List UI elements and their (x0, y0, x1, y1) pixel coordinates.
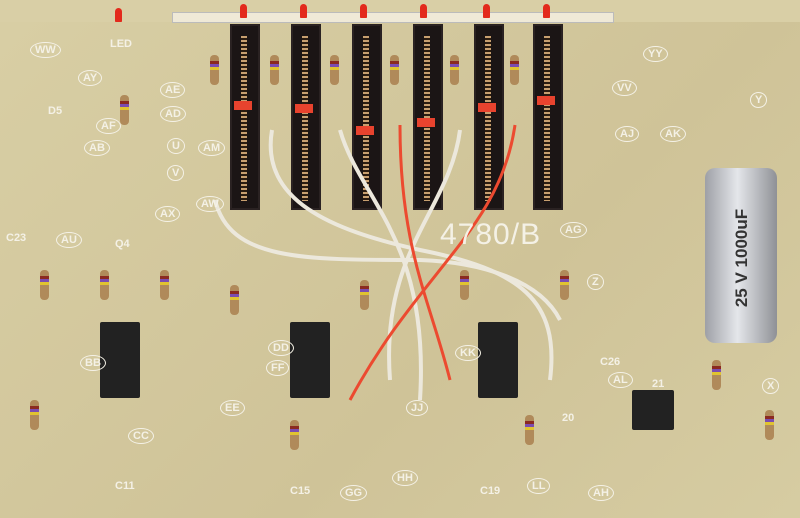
pad-label: FF (266, 360, 290, 376)
ref-label: D5 (48, 105, 63, 117)
pad-label: AH (588, 485, 614, 501)
pad-label: AW (196, 196, 224, 212)
pad-label: AF (96, 118, 121, 134)
resistor (120, 95, 129, 125)
pad-label: AE (160, 82, 186, 98)
pad-label: DD (268, 340, 294, 356)
slide-potentiometer[interactable] (352, 24, 382, 210)
pad-label: JJ (406, 400, 429, 416)
pad-label: EE (220, 400, 245, 416)
resistor (290, 420, 299, 450)
slide-potentiometer[interactable] (533, 24, 563, 210)
board-part-number: 4780/B (440, 218, 542, 251)
pad-label: AJ (615, 126, 640, 142)
led (240, 4, 247, 18)
pad-label: AX (155, 206, 181, 222)
resistor (270, 55, 279, 85)
led (360, 4, 367, 18)
pad-label: KK (455, 345, 481, 361)
pad-label: LL (527, 478, 551, 494)
slide-potentiometer[interactable] (413, 24, 443, 210)
ref-label: 20 (562, 412, 575, 424)
pad-label: AM (198, 140, 226, 156)
pad-label: V (167, 165, 185, 181)
resistor (450, 55, 459, 85)
resistor (560, 270, 569, 300)
ref-label: C19 (480, 485, 501, 497)
resistor (30, 400, 39, 430)
ic-chip (632, 390, 674, 430)
ref-label: C11 (115, 480, 135, 492)
resistor (460, 270, 469, 300)
pad-label: AG (560, 222, 587, 238)
resistor (100, 270, 109, 300)
ref-label: Q4 (115, 238, 130, 250)
led (543, 4, 550, 18)
pad-label: AY (78, 70, 103, 86)
resistor (210, 55, 219, 85)
pad-label: AD (160, 106, 186, 122)
pad-label: HH (392, 470, 418, 486)
led-label: LED (110, 38, 132, 50)
pad-label: AK (660, 126, 686, 142)
ref-label: C15 (290, 485, 311, 497)
pad-label: GG (340, 485, 368, 501)
pad-label: AB (84, 140, 110, 156)
resistor (390, 55, 399, 85)
resistor (160, 270, 169, 300)
resistor (510, 55, 519, 85)
resistor (230, 285, 239, 315)
pad-label: Y (750, 92, 768, 108)
pad-label: X (762, 378, 780, 394)
ref-label: C26 (600, 356, 621, 368)
ref-label: 21 (652, 378, 665, 390)
pad-label: VV (612, 80, 637, 96)
electrolytic-capacitor: 25 V 1000uF (705, 168, 777, 343)
pad-label: WW (30, 42, 61, 58)
resistor (525, 415, 534, 445)
pad-label: CC (128, 428, 154, 444)
pad-label: BB (80, 355, 106, 371)
pad-label: Z (587, 274, 604, 290)
led-rail (172, 12, 614, 23)
resistor (330, 55, 339, 85)
resistor (712, 360, 721, 390)
led (420, 4, 427, 18)
pad-label: AU (56, 232, 82, 248)
slide-potentiometer[interactable] (230, 24, 260, 210)
ic-chip (100, 322, 140, 398)
led (483, 4, 490, 18)
led (300, 4, 307, 18)
slide-potentiometer[interactable] (474, 24, 504, 210)
slide-potentiometer[interactable] (291, 24, 321, 210)
resistor (360, 280, 369, 310)
pad-label: YY (643, 46, 668, 62)
led (115, 8, 122, 22)
ic-chip (290, 322, 330, 398)
resistor (765, 410, 774, 440)
pad-label: AL (608, 372, 633, 388)
ref-label: C23 (6, 232, 27, 244)
resistor (40, 270, 49, 300)
pad-label: U (167, 138, 185, 154)
ic-chip (478, 322, 518, 398)
